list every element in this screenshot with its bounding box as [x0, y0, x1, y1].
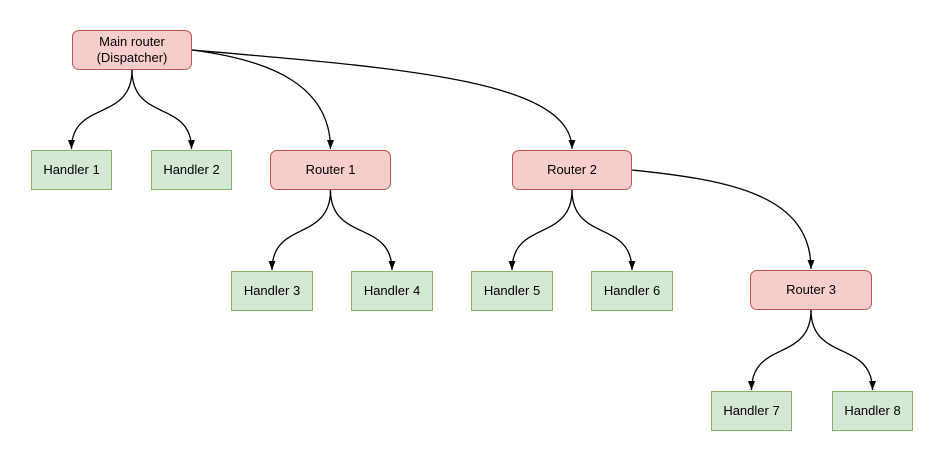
node-label: Handler 2	[163, 162, 220, 177]
node-label: Router 1	[305, 162, 356, 177]
node-handler-3: Handler 3	[231, 271, 313, 311]
edge-main-router-to-router-1	[191, 49, 334, 150]
node-handler-1: Handler 1	[31, 150, 112, 190]
edge-router-1-to-handler-3	[268, 189, 332, 271]
node-label: Handler 3	[243, 283, 301, 298]
edge-router-1-to-handler-4	[329, 189, 396, 271]
edge-router-2-to-router-3	[631, 169, 815, 270]
node-label: Router 2	[547, 162, 597, 177]
node-handler-2: Handler 2	[151, 150, 232, 190]
node-label: Handler 8	[844, 403, 901, 418]
node-router-2: Router 2	[512, 150, 632, 190]
node-label: Handler 5	[483, 283, 541, 298]
node-router-3: Router 3	[750, 270, 872, 310]
edge-router-2-to-handler-6	[571, 189, 636, 271]
node-label: Handler 6	[603, 283, 661, 298]
node-handler-5: Handler 5	[471, 271, 553, 311]
node-handler-4: Handler 4	[351, 271, 433, 311]
edge-router-2-to-handler-5	[508, 189, 573, 271]
node-label: Handler 4	[363, 283, 421, 298]
edge-main-router-to-handler-1	[68, 69, 133, 150]
node-label: Router 3	[786, 282, 836, 297]
node-label: Handler 7	[723, 403, 780, 418]
node-label: Handler 1	[43, 162, 100, 177]
node-router-1: Router 1	[270, 150, 391, 190]
node-handler-7: Handler 7	[711, 391, 792, 431]
edge-main-router-to-router-2	[191, 49, 576, 150]
node-main-router: Main router (Dispatcher)	[72, 30, 192, 70]
edge-main-router-to-handler-2	[131, 69, 195, 150]
node-handler-8: Handler 8	[832, 391, 913, 431]
edge-router-3-to-handler-7	[748, 309, 812, 391]
node-label: Main router (Dispatcher)	[96, 34, 168, 65]
node-handler-6: Handler 6	[591, 271, 673, 311]
edge-router-3-to-handler-8	[810, 309, 876, 391]
